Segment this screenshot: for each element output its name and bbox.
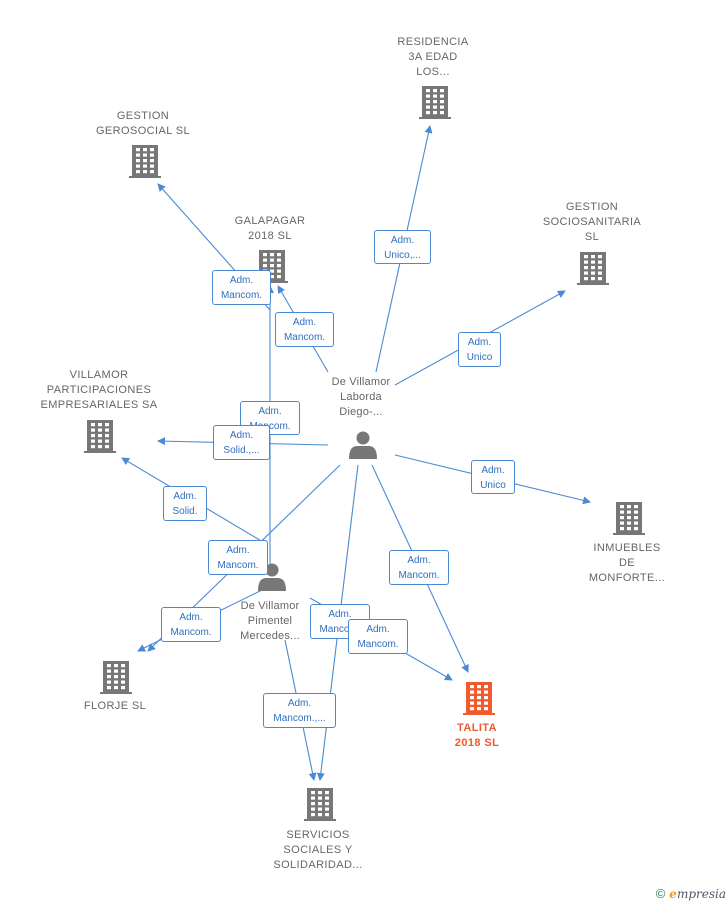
edge-label-e9[interactable]: Adm.Mancom. <box>208 540 268 575</box>
building-icon[interactable] <box>304 788 336 821</box>
node-label-person-mercedes[interactable]: De Villamor Pimentel Mercedes... <box>240 600 300 642</box>
building-icon[interactable] <box>613 502 645 535</box>
building-icon[interactable] <box>463 682 495 715</box>
edge-label-e5[interactable]: Adm.Mancom. <box>240 401 300 435</box>
edge-label-e10[interactable]: Adm.Mancom. <box>389 550 449 585</box>
building-icon[interactable] <box>577 252 609 285</box>
edge-label-e4[interactable]: Adm.Unico <box>458 332 501 367</box>
node-label-servicios-sociales[interactable]: SERVICIOS SOCIALES Y SOLIDARIDAD... <box>273 829 363 871</box>
node-label-talita[interactable]: TALITA 2018 SL <box>454 722 500 749</box>
edge-label-e8[interactable]: Adm.Solid. <box>163 486 207 521</box>
node-label-gestion-gerosocial[interactable]: GESTION GEROSOCIAL SL <box>95 110 191 137</box>
edge-label-e14[interactable]: Adm.Mancom.,... <box>263 693 336 728</box>
node-label-gestion-sociosanitaria[interactable]: GESTION SOCIOSANITARIA SL <box>542 201 642 243</box>
building-icon[interactable] <box>129 145 161 178</box>
brand-logo: empresia <box>669 886 726 901</box>
edge-label-e11[interactable]: Adm.Mancom. <box>161 607 221 642</box>
node-label-villamor-participaciones[interactable]: VILLAMOR PARTICIPACIONES EMPRESARIALES S… <box>40 369 158 411</box>
edge-label-e7[interactable]: Adm.Unico <box>471 460 515 494</box>
edge-label-e3[interactable]: Adm.Mancom. <box>275 312 334 347</box>
node-label-galapagar[interactable]: GALAPAGAR 2018 SL <box>234 215 306 242</box>
node-label-florje[interactable]: FLORJE SL <box>83 700 147 712</box>
edge-label-e2[interactable]: Adm.Mancom. <box>212 270 271 305</box>
person-icon[interactable] <box>258 563 286 592</box>
building-icon[interactable] <box>84 420 116 453</box>
edge-label-e6[interactable]: Adm.Solid.,... <box>213 425 270 460</box>
node-label-person-diego[interactable]: De Villamor Laborda Diego-... <box>331 376 391 418</box>
copyright-icon: © <box>655 886 666 901</box>
building-icon[interactable] <box>419 86 451 119</box>
person-icon[interactable] <box>349 431 377 460</box>
building-icon[interactable] <box>100 661 132 694</box>
edge-label-e1[interactable]: Adm.Unico,... <box>374 230 431 264</box>
node-label-inmuebles[interactable]: INMUEBLES DE MONFORTE... <box>588 542 666 584</box>
brand-footer: © empresia <box>656 886 726 901</box>
node-label-residencia[interactable]: RESIDENCIA 3A EDAD LOS... <box>397 36 469 78</box>
edge-label-e13[interactable]: Adm.Mancom. <box>348 619 408 654</box>
